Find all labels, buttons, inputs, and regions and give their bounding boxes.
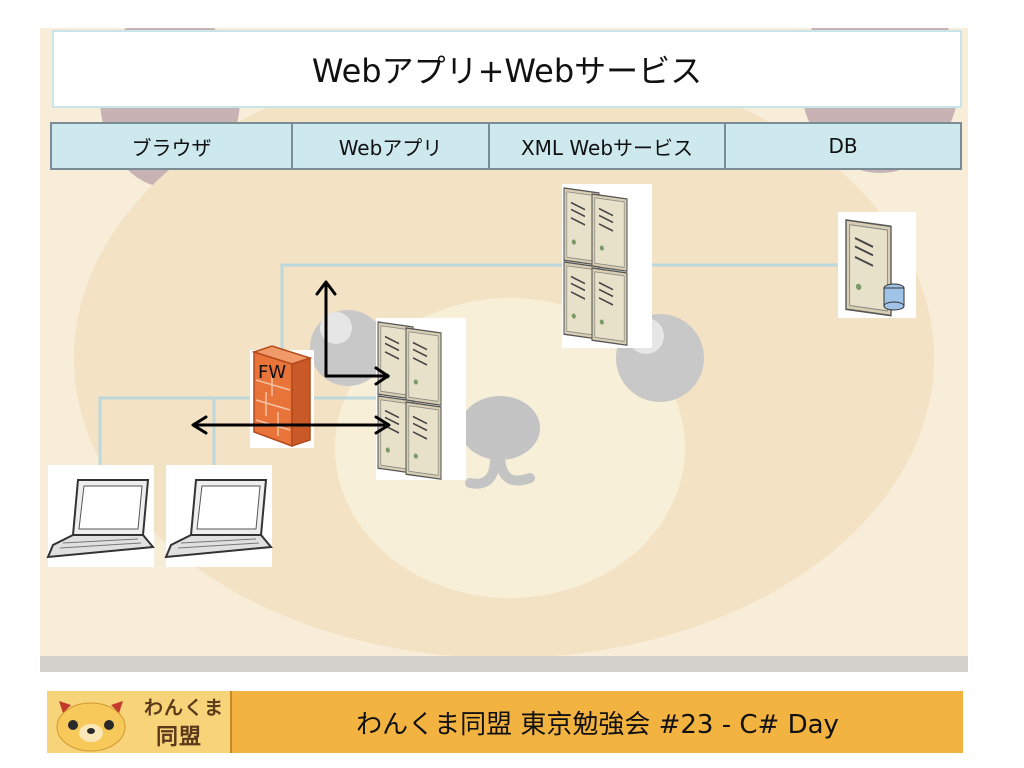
slide-title: Webアプリ+Webサービス: [52, 30, 962, 108]
webapp-server-icon: [376, 318, 466, 481]
slide-bottom-band: [40, 656, 968, 672]
logo-text-line2: 同盟: [156, 725, 203, 750]
footer-event-title: わんくま同盟 東京勉強会 #23 - C# Day: [356, 709, 839, 740]
laptop-icon-1: [47, 465, 154, 567]
arrow-right-head-upper: [374, 366, 390, 386]
arrow-left-head: [191, 415, 208, 435]
xml-webservice-server-icon: [562, 184, 652, 348]
column-webapp: Webアプリ: [293, 124, 490, 168]
connector-lines: [98, 263, 870, 465]
arrow-firewall-to-internet: [324, 283, 386, 378]
arrow-right-head-lower: [374, 415, 391, 435]
database-server-icon: [838, 212, 916, 318]
column-browser: ブラウザ: [52, 124, 293, 168]
column-db: DB: [828, 134, 858, 158]
bear-face-icon: [56, 701, 126, 752]
column-header-row: ブラウザ Webアプリ XML Webサービス DB: [50, 122, 962, 170]
bear-nose: [460, 396, 540, 460]
laptop-icon-2: [165, 465, 272, 567]
request-arrows: [191, 280, 391, 435]
firewall-label: FW: [258, 362, 287, 383]
footer-logo: [47, 691, 232, 753]
column-xml-webservice: XML Webサービス: [490, 124, 726, 168]
logo-text-line1: わんくま: [144, 697, 225, 719]
arrow-up-head: [315, 280, 337, 296]
